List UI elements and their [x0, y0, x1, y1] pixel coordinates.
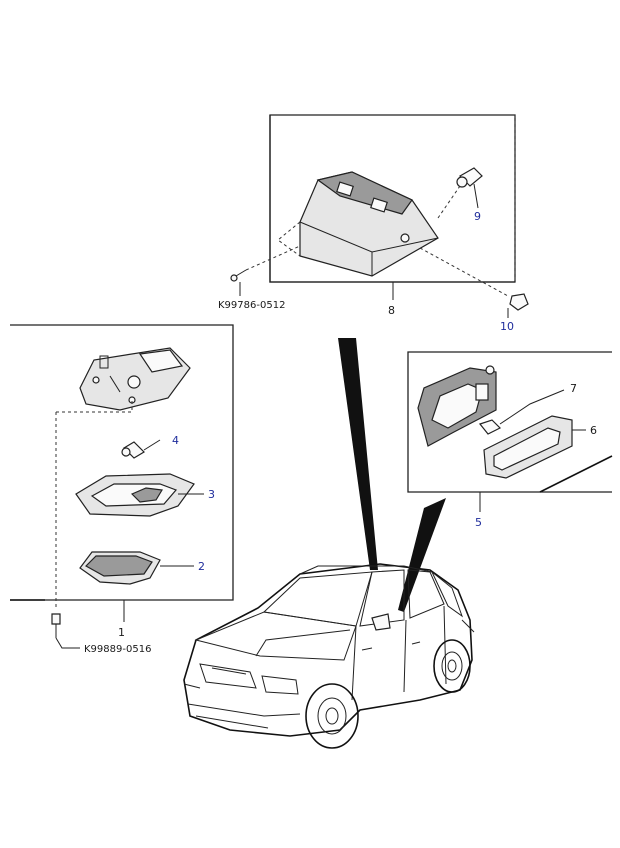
cargo-lamp-bulb — [478, 389, 565, 435]
right-assembly: 7 6 5 — [407, 351, 613, 529]
top-screw-code: K99786-0512 — [218, 300, 285, 311]
pointer-to-top-lamp — [338, 338, 378, 570]
front-wheel — [305, 683, 359, 749]
top-assembly: 9 10 K99786-0512 8 — [218, 114, 529, 333]
callout-1: 1 — [118, 626, 125, 639]
top-screw — [230, 269, 247, 296]
cargo-lamp-lens — [483, 415, 573, 479]
left-assembly: 4 3 2 1 K99889-0516 — [10, 324, 234, 655]
left-assembly-box — [10, 324, 234, 601]
right-assembly-box — [407, 351, 612, 493]
callout-3: 3 — [208, 488, 215, 501]
room-lamp-lens — [75, 473, 195, 517]
callout-9: 9 — [474, 210, 481, 223]
callout-7: 7 — [570, 382, 577, 395]
pointer-to-cargo-lamp — [398, 498, 446, 612]
left-screw — [51, 613, 80, 649]
callout-10: 10 — [500, 320, 514, 333]
callout-8: 8 — [388, 304, 395, 317]
pointer-arrows — [338, 338, 446, 612]
map-lamp-bulb — [456, 167, 483, 209]
callout-4: 4 — [172, 434, 179, 447]
room-lamp-bulb — [121, 439, 161, 459]
map-lamp-housing — [277, 171, 439, 277]
cargo-lamp-housing — [417, 365, 497, 447]
callout-6: 6 — [590, 424, 597, 437]
callout-5: 5 — [475, 516, 482, 529]
left-screw-code: K99889-0516 — [84, 644, 151, 655]
room-lamp-cover — [79, 551, 161, 585]
rear-wheel — [433, 639, 471, 693]
callout-2: 2 — [198, 560, 205, 573]
map-lamp-clip — [507, 293, 529, 318]
vehicle-illustration — [183, 563, 475, 749]
room-lamp-base — [79, 347, 191, 411]
